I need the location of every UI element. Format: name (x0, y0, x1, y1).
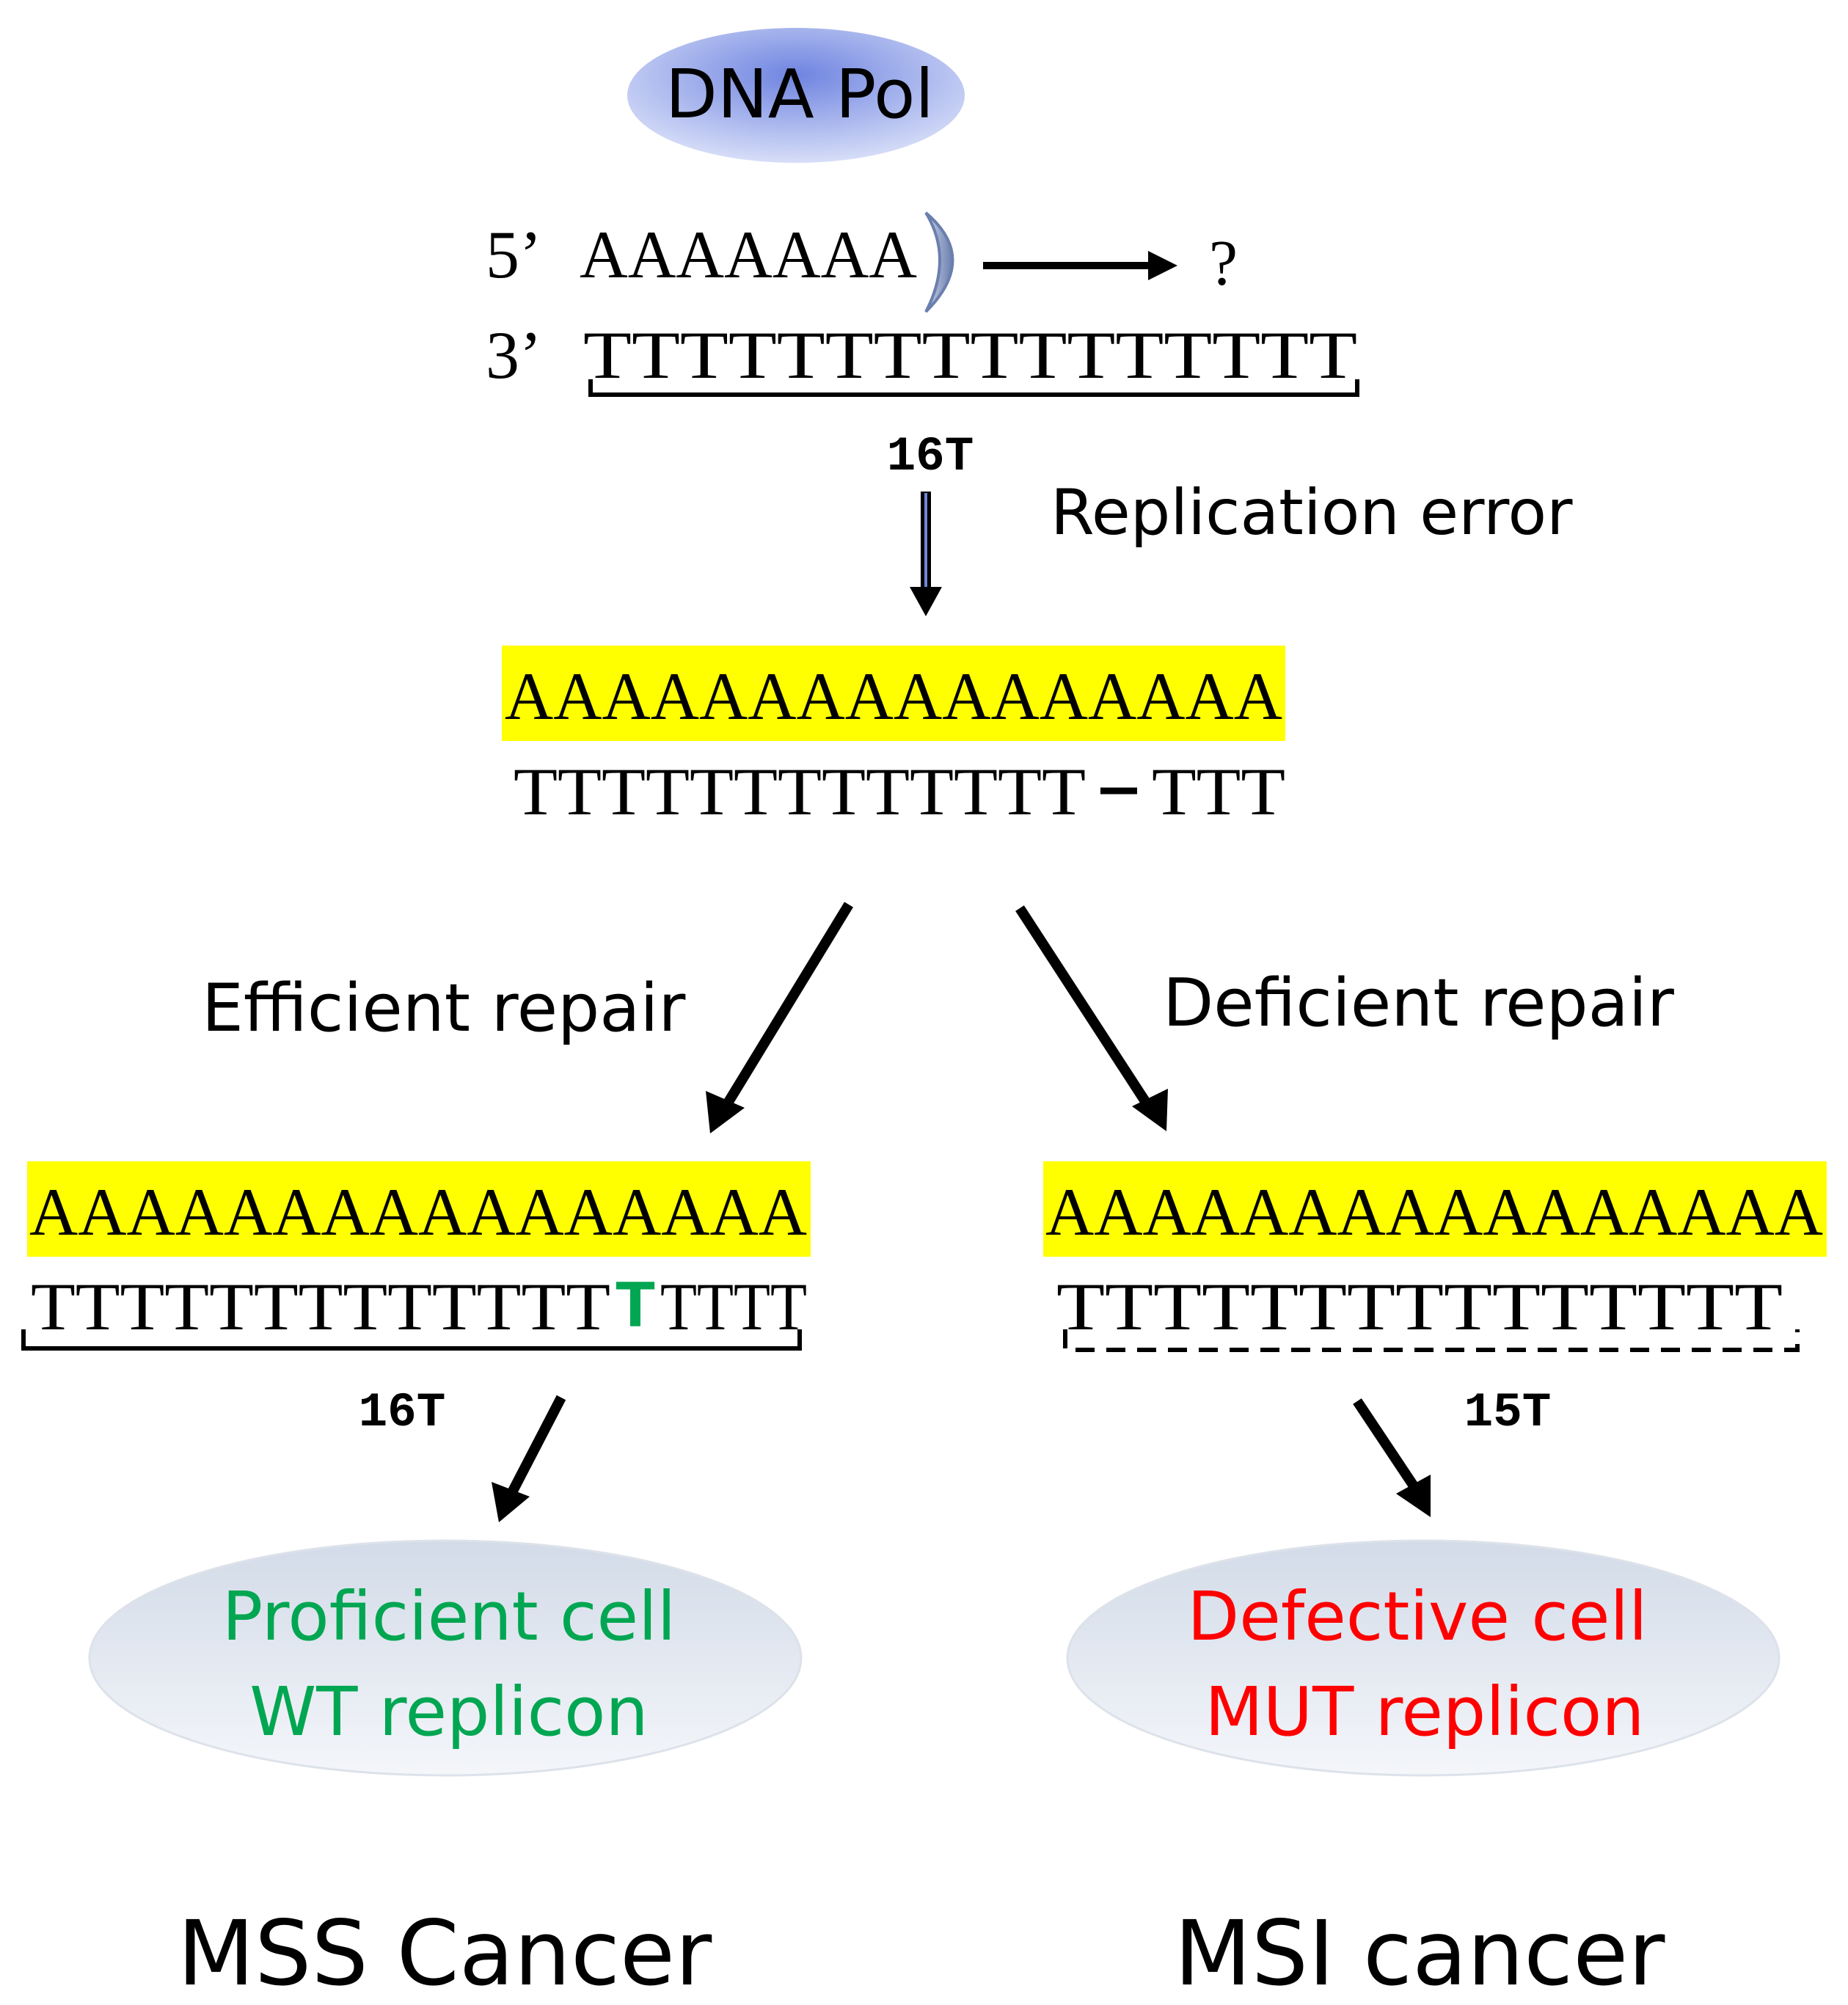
right-a-strand: AAAAAAAAAAAAAAAA (1045, 1175, 1823, 1249)
middle-t-strand-left: TTTTTTTTTTTTT (514, 754, 1086, 829)
deficient-arrow-head-icon (1132, 1089, 1168, 1131)
strand3-sequence: TTTTTTTTTTTTTTTT (583, 318, 1357, 392)
defective-cell-line2: MUT replicon (1205, 1673, 1644, 1751)
right-dashed-bracket (1063, 1329, 1800, 1352)
right-t-strand: TTTTTTTTTTTTTTT (1056, 1269, 1783, 1344)
right-cell-arrow-head-icon (1396, 1475, 1431, 1517)
deficient-arrow-line (1015, 905, 1156, 1114)
left-count-label: 16T (359, 1385, 446, 1440)
proficient-cell-ellipse (88, 1539, 803, 1777)
right-count-label: 15T (1464, 1385, 1552, 1440)
top-count-label: 16T (887, 429, 974, 484)
top-bracket (588, 379, 1359, 397)
right-cell-arrow-line (1353, 1398, 1420, 1492)
middle-highlight (502, 646, 1285, 741)
mss-cancer-label: MSS Cancer (178, 1902, 712, 2005)
middle-a-strand: AAAAAAAAAAAAAAAA (505, 659, 1282, 734)
proficient-cell-line1: Proficient cell (222, 1577, 676, 1656)
efficient-arrow-head-icon (706, 1091, 745, 1133)
defective-cell-ellipse (1066, 1539, 1781, 1777)
right-highlight (1043, 1161, 1827, 1257)
polymerase-clamp-icon (924, 211, 954, 313)
inserted-base: T (614, 1270, 657, 1347)
left-cell-arrow-line (505, 1395, 566, 1500)
replication-error-label: Replication error (1051, 476, 1573, 549)
proficient-cell-line2: WT replicon (249, 1673, 649, 1751)
left-highlight (27, 1161, 811, 1257)
synthesis-arrow-head-icon (1148, 251, 1177, 280)
msi-cancer-label: MSI cancer (1175, 1902, 1666, 2005)
dna-pol-label: DNA Pol (665, 55, 934, 134)
strand3-prefix: 3’ (486, 318, 542, 392)
dna-pol-ellipse (627, 28, 965, 163)
left-a-strand: AAAAAAAAAAAAAAAA (29, 1175, 807, 1249)
strand5-sequence: AAAAAAA (580, 217, 917, 292)
middle-t-strand-right: TTT (1152, 754, 1285, 829)
left-t-strand-before: TTTTTTTTTTTTT (31, 1269, 610, 1344)
defective-cell-line1: Defective cell (1187, 1577, 1647, 1656)
question-mark: ? (1209, 228, 1238, 299)
efficient-repair-label: Efficient repair (202, 970, 685, 1047)
efficient-arrow-line (718, 902, 853, 1114)
deficient-repair-label: Deficient repair (1163, 965, 1674, 1042)
left-cell-arrow-head-icon (492, 1482, 530, 1522)
left-t-strand-after: TTTT (660, 1269, 807, 1344)
strand5-prefix: 5’ (486, 217, 542, 292)
left-bracket (21, 1329, 802, 1351)
replication-arrow-head-icon (910, 587, 942, 616)
